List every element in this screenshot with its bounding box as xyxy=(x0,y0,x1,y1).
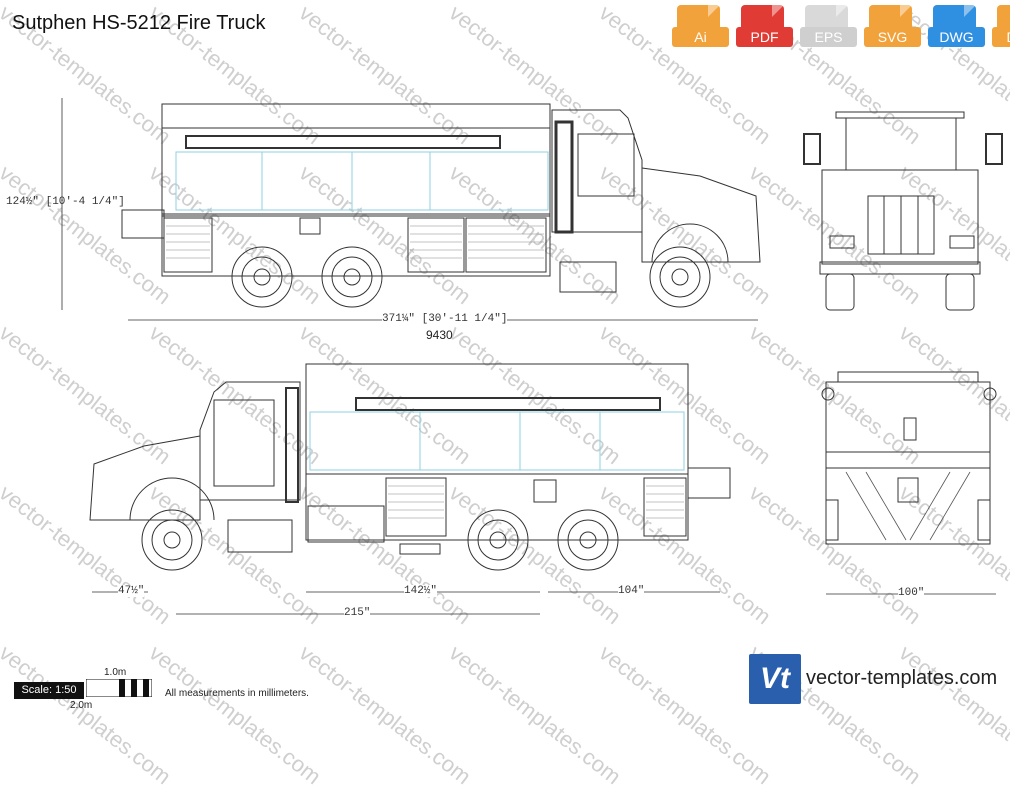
format-badge-pdf[interactable]: PDF xyxy=(736,5,793,51)
height-dimension: 124½" [10'-4 1/4"] xyxy=(6,196,125,208)
scale-two-meter: 2.0m xyxy=(70,700,93,711)
wheelbase-rear-dimension: 104" xyxy=(618,585,645,597)
wheelbase-front-dimension: 142½" xyxy=(404,585,438,597)
scale-label: Scale: 1:50 xyxy=(14,682,84,699)
brand[interactable]: Vt vector-templates.com xyxy=(749,654,997,704)
page-title: Sutphen HS-5212 Fire Truck xyxy=(12,12,266,34)
scale-one-meter: 1.0m xyxy=(104,667,127,678)
width-dimension: 100" xyxy=(898,587,925,599)
truck-blueprint xyxy=(61,98,1003,615)
length-dimension: 371¼" [30'-11 1/4"] xyxy=(382,313,508,325)
front-view xyxy=(803,111,1003,311)
brand-logo: Vt xyxy=(749,654,801,704)
scale-bar xyxy=(86,679,152,697)
overall-side-dimension: 215" xyxy=(344,607,371,619)
front-overhang-dimension: 47½" xyxy=(118,585,145,597)
measurement-note: All measurements in millimeters. xyxy=(165,688,309,699)
format-badge-svg[interactable]: SVG xyxy=(864,5,921,51)
format-badge-dxf[interactable]: DXF xyxy=(992,5,1010,51)
format-badge-ai[interactable]: Ai xyxy=(672,5,729,51)
format-badge-eps[interactable]: EPS xyxy=(800,5,857,51)
right-side-view xyxy=(121,103,761,308)
format-badge-dwg[interactable]: DWG xyxy=(928,5,985,51)
rear-view xyxy=(821,371,997,545)
format-badges: Ai PDF EPS SVG DWG DXF xyxy=(672,5,1010,51)
length-mm: 9430 xyxy=(426,328,453,342)
brand-url[interactable]: vector-templates.com xyxy=(806,667,998,689)
left-side-view xyxy=(89,363,731,571)
